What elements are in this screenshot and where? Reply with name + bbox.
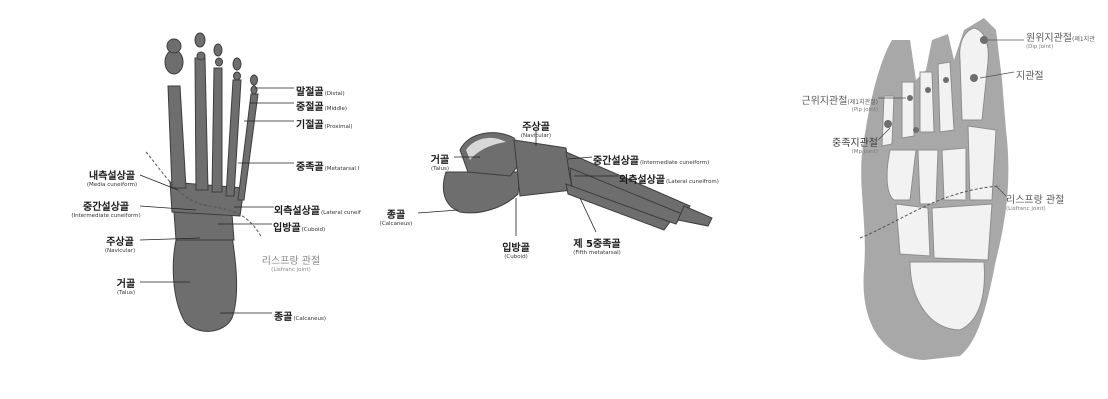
dorsal-foot-skeleton-panel: 말절골(Distal) 중절골(Middle) 기절골(Proximal) 중족… xyxy=(0,0,360,399)
label-mp-joint: 중족지관절(Mp joint) xyxy=(816,133,878,156)
label-intermediate-cuneiform: 중간설상골(Intermediate cuneiform) xyxy=(66,197,146,220)
label-lateral-cuneiform-lateral: 외측설상골(Lateral cuneifrom) xyxy=(619,170,719,186)
label-pip-joint: 근위지관절(제1지관절)(Pip joint) xyxy=(786,91,878,114)
label-lisfranc-joint-silhouette: 리스프랑 관절(Lisfranc joint) xyxy=(1006,190,1064,213)
label-talus: 거골(Talus) xyxy=(112,274,140,297)
label-lisfranc-joint: 리스프랑 관절(Lisfranc joint) xyxy=(256,251,326,274)
label-proximal-phalanx: 기절골(Proximal) xyxy=(296,115,353,131)
label-medial-cuneiform: 내측설상골(Media cuneiform) xyxy=(80,166,144,189)
label-lateral-cuneiform: 외측설상골(Lateral cuneif xyxy=(274,201,361,217)
label-intermediate-cuneiform-lateral: 중간설상골(Intermediate cuneiform) xyxy=(593,151,709,167)
label-ip-joint: 지관절 xyxy=(1016,66,1044,82)
lateral-foot-skeleton-illustration xyxy=(360,0,760,399)
dorsal-foot-skeleton-illustration xyxy=(0,0,360,399)
label-fifth-metatarsal: 제 5중족골(Fifth metatarsal) xyxy=(562,234,632,257)
label-distal-phalanx: 말절골(Distal) xyxy=(296,82,345,98)
label-calcaneus: 종골(Calcaneus) xyxy=(274,307,326,323)
label-navicular: 주상골(Navicular) xyxy=(100,232,140,255)
label-talus-lateral: 거골(Talus) xyxy=(426,150,454,173)
label-metatarsal: 중족골(Metatarsal I xyxy=(296,157,359,173)
label-navicular-lateral: 주상골(Navicular) xyxy=(516,117,556,140)
label-dip-joint: 원위지관절(제1지관(Dip joint) xyxy=(1026,28,1095,51)
label-middle-phalanx: 중절골(Middle) xyxy=(296,97,347,113)
label-cuboid-lateral: 입방골(Cuboid) xyxy=(496,238,536,261)
label-calcaneus-lateral: 종골(Calcaneus) xyxy=(374,205,418,228)
lateral-foot-skeleton-panel: 주상골(Navicular) 거골(Talus) 중간설상골(Intermedi… xyxy=(360,0,760,399)
label-cuboid: 입방골(Cuboid) xyxy=(273,218,325,234)
foot-joints-panel: 원위지관절(제1지관(Dip joint) 지관절 근위지관절(제1지관절)(P… xyxy=(760,0,1108,399)
